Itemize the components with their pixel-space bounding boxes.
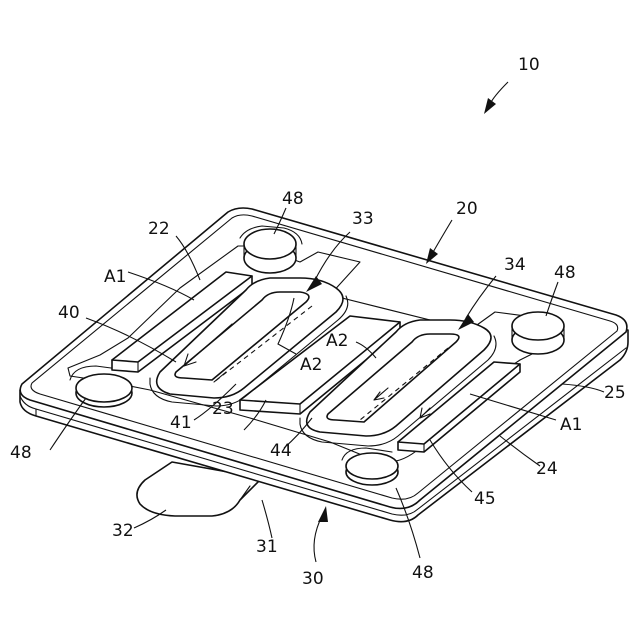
label-a1-right: A1 bbox=[560, 415, 582, 435]
label-40: 40 bbox=[58, 303, 80, 323]
label-23: 23 bbox=[212, 399, 234, 419]
label-a2-right: A2 bbox=[326, 331, 348, 351]
label-a1-left: A1 bbox=[104, 267, 126, 287]
label-20: 20 bbox=[456, 199, 478, 219]
label-33: 33 bbox=[352, 209, 374, 229]
label-48-right: 48 bbox=[554, 263, 576, 283]
label-41: 41 bbox=[170, 413, 192, 433]
label-48-top-left: 48 bbox=[282, 189, 304, 209]
label-10: 10 bbox=[518, 55, 540, 75]
label-22: 22 bbox=[148, 219, 170, 239]
label-45: 45 bbox=[474, 489, 496, 509]
label-48-bottom: 48 bbox=[412, 563, 434, 583]
label-32: 32 bbox=[112, 521, 134, 541]
label-34: 34 bbox=[504, 255, 526, 275]
label-44: 44 bbox=[270, 441, 292, 461]
label-25: 25 bbox=[604, 383, 626, 403]
label-30: 30 bbox=[302, 569, 324, 589]
label-31: 31 bbox=[256, 537, 278, 557]
label-24: 24 bbox=[536, 459, 558, 479]
post-48-right bbox=[512, 312, 564, 354]
label-a2-left: A2 bbox=[300, 355, 322, 375]
label-48-left: 48 bbox=[10, 443, 32, 463]
